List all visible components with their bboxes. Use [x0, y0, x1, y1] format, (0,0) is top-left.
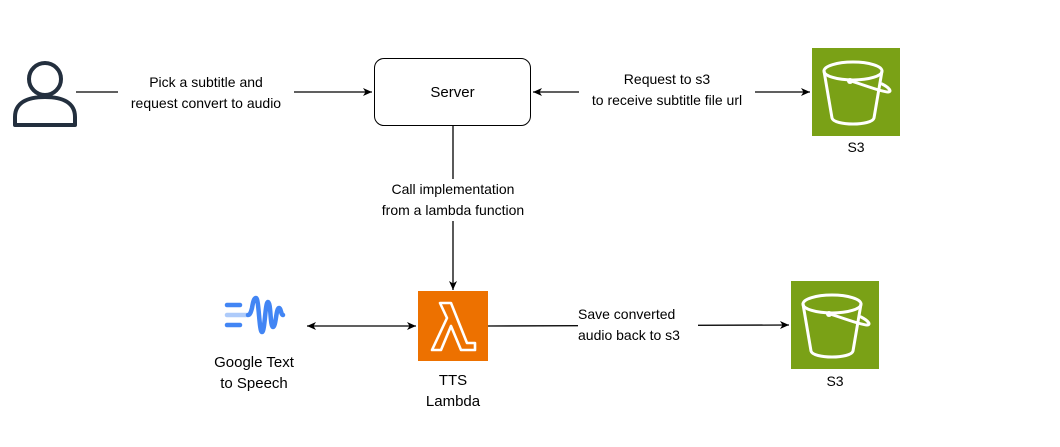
s3-top-label: S3 — [836, 137, 876, 158]
tts-lambda-label-line1: TTS — [438, 372, 468, 389]
google-tts-label-line1: Google Text — [214, 354, 294, 371]
tts-lambda-label: TTS Lambda — [418, 370, 488, 412]
google-tts-label-line2: to Speech — [220, 375, 288, 392]
s3-bottom-label: S3 — [815, 371, 855, 392]
user-icon — [13, 61, 77, 127]
server-node[interactable]: Server — [374, 58, 531, 126]
s3-request-label: Request to s3 to receive subtitle file u… — [579, 69, 755, 111]
google-tts-label: Google Text to Speech — [200, 352, 308, 394]
lambda-call-label: Call implementation from a lambda functi… — [363, 179, 543, 221]
s3-bucket-icon — [791, 281, 879, 369]
s3-request-label-line1: Request to s3 — [623, 71, 711, 87]
lambda-icon[interactable] — [418, 291, 488, 361]
user-request-label-line2: request convert to audio — [130, 95, 282, 111]
google-text-to-speech-icon — [224, 295, 286, 335]
server-label: Server — [430, 83, 475, 101]
user-request-label-line1: Pick a subtitle and — [149, 74, 263, 90]
s3-bucket-icon — [812, 48, 900, 136]
user-request-label: Pick a subtitle and request convert to a… — [118, 72, 294, 114]
save-audio-label-line2: audio back to s3 — [578, 327, 680, 343]
s3-request-label-line2: to receive subtitle file url — [591, 92, 743, 108]
lambda-call-label-line2: from a lambda function — [381, 202, 525, 218]
save-audio-label-line1: Save converted — [578, 306, 676, 322]
save-audio-label: Save converted audio back to s3 — [578, 304, 698, 346]
tts-lambda-label-line2: Lambda — [425, 393, 481, 410]
lambda-call-label-line1: Call implementation — [391, 181, 515, 197]
